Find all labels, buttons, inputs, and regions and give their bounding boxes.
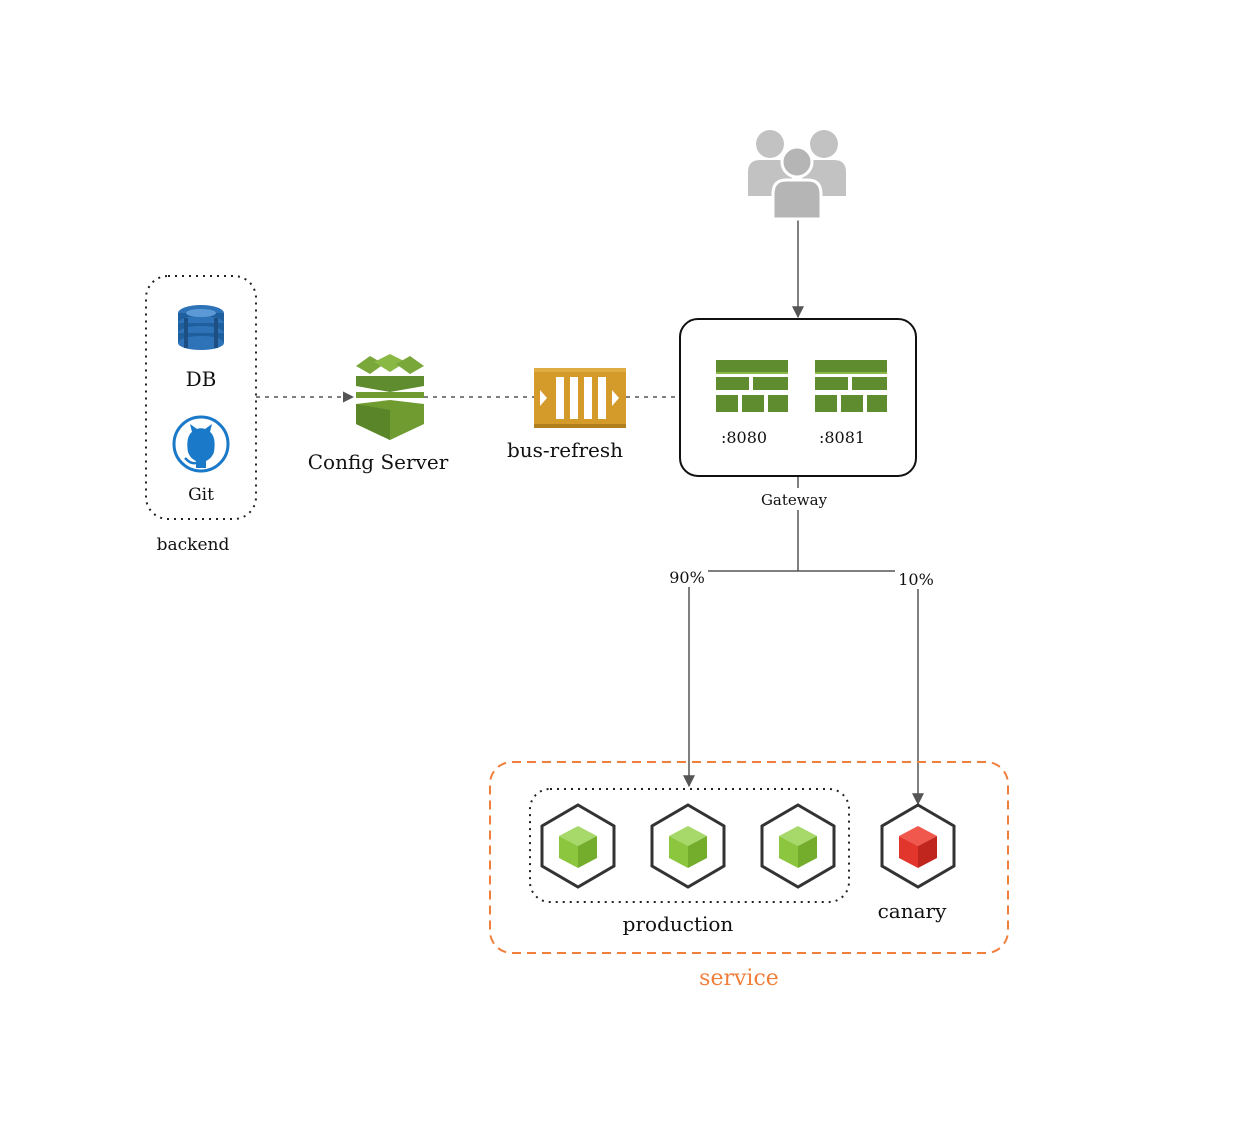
db-label: DB	[186, 367, 217, 391]
database-icon[interactable]	[178, 305, 224, 350]
canary-weight-bg	[895, 567, 937, 589]
firewall-icon	[815, 360, 887, 412]
gateway-port-8081: :8081	[819, 428, 865, 447]
service-label: service	[699, 966, 779, 991]
git-label: Git	[188, 485, 214, 505]
nodejs-icon	[760, 803, 836, 889]
connectors	[256, 218, 924, 806]
gateway-border	[679, 318, 917, 477]
service-group	[489, 761, 1009, 954]
canary-weight-label: 10%	[898, 570, 934, 589]
nodejs-icon	[650, 803, 726, 889]
canary-node[interactable]	[880, 803, 956, 889]
nodejs-icon	[540, 803, 616, 889]
config-server-label: Config Server	[308, 450, 449, 474]
gateway-box[interactable]: :8080 :8081	[679, 318, 917, 477]
gateway-port-8080: :8080	[721, 428, 767, 447]
message-queue-icon[interactable]	[534, 368, 626, 428]
production-label: production	[623, 912, 734, 936]
github-icon[interactable]	[172, 415, 230, 473]
production-node-3[interactable]	[760, 803, 836, 889]
production-node-1[interactable]	[540, 803, 616, 889]
canary-label: canary	[878, 899, 947, 923]
production-node-2[interactable]	[650, 803, 726, 889]
backend-group: DB Git	[145, 275, 257, 520]
config-server-icon[interactable]	[356, 354, 424, 440]
production-group-border	[529, 788, 850, 903]
nodejs-icon	[880, 803, 956, 889]
backend-group-border	[145, 275, 257, 520]
firewall-icon	[716, 360, 788, 412]
production-weight-bg	[666, 565, 708, 587]
backend-group-label: backend	[157, 535, 230, 555]
gateway-label-bg	[756, 488, 834, 510]
bus-refresh-label: bus-refresh	[507, 438, 623, 462]
gateway-label: Gateway	[761, 491, 828, 509]
production-weight-label: 90%	[669, 568, 705, 587]
users-icon[interactable]	[748, 130, 846, 221]
